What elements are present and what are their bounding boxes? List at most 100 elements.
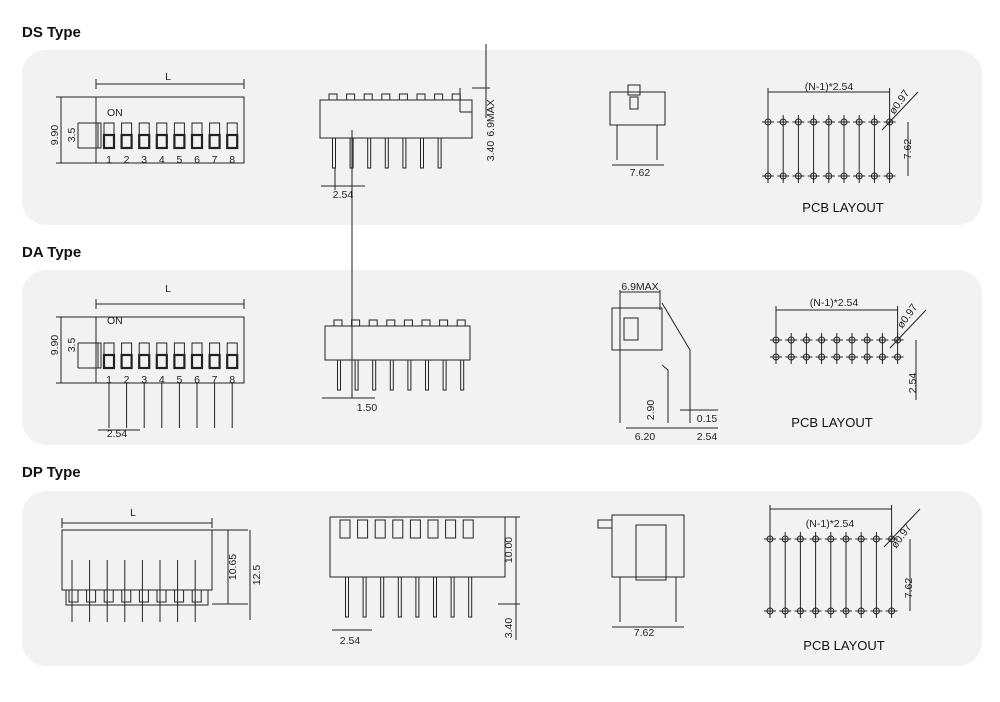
pin	[354, 359, 359, 391]
switch-number: 3	[141, 154, 147, 166]
switch-actuator-slot	[103, 342, 115, 356]
dp-pitch-dim: 2.54	[340, 635, 361, 647]
switch-number: 6	[194, 154, 200, 166]
da-height-dim: 9.90	[49, 335, 61, 356]
dp-body	[61, 529, 213, 591]
ds-pcb-row-dim: 7.62	[902, 139, 914, 160]
da-end-pin-height-dim: 2.90	[645, 400, 657, 421]
switch-actuator	[226, 133, 239, 150]
pin	[372, 359, 377, 391]
section-title-ds: DS Type	[22, 24, 81, 41]
actuator-bump	[421, 319, 431, 327]
switch-actuator-slot	[156, 122, 168, 136]
dp-panel	[22, 491, 982, 666]
pin	[362, 576, 367, 618]
actuator-bump	[398, 93, 408, 101]
pin	[433, 576, 437, 618]
pin	[367, 137, 372, 169]
actuator-bump	[403, 319, 413, 327]
hole-leader	[883, 508, 921, 548]
switch-edge	[97, 342, 102, 369]
dp-actuator	[156, 589, 167, 603]
dp-side-height-dim: 10.00	[503, 537, 515, 563]
actuator-bump	[333, 319, 343, 327]
section-title-dp: DP Type	[22, 464, 81, 481]
switch-edge	[97, 122, 102, 149]
end-actuator	[627, 84, 641, 96]
ds-side-height-dim: 6.9MAX	[485, 99, 497, 136]
pin	[389, 359, 394, 391]
actuator-bump	[328, 93, 338, 101]
pin	[442, 359, 447, 391]
dp-bottom	[65, 589, 209, 606]
switch-number: 7	[212, 374, 218, 386]
switch-number: 7	[212, 154, 218, 166]
switch-number: 2	[124, 374, 130, 386]
pin	[337, 359, 341, 391]
switch-actuator-slot	[103, 122, 115, 136]
da-side-pin-dim: 1.50	[357, 402, 378, 414]
dp-actuator	[409, 519, 421, 539]
pin	[450, 576, 455, 618]
switch-body	[95, 316, 245, 384]
pin	[460, 359, 465, 391]
switch-number: 2	[124, 154, 130, 166]
switch-actuator	[120, 133, 133, 150]
dp-actuator	[103, 589, 114, 603]
switch-actuator-slot	[138, 342, 150, 356]
actuator-bump	[381, 93, 391, 101]
dp-actuator	[191, 589, 202, 603]
da-end-offset-dim: 0.15	[697, 413, 718, 425]
dp-actuator	[174, 589, 185, 603]
switch-actuator	[120, 353, 133, 370]
ds-on-label: ON	[107, 107, 123, 119]
dp-actuator	[462, 519, 474, 539]
pin	[425, 359, 429, 391]
dp-depth-dim: 10.65	[227, 554, 239, 580]
side-body	[319, 99, 473, 139]
pin	[437, 137, 442, 169]
ds-pitch-dim: 2.54	[333, 189, 354, 201]
switch-actuator-slot	[121, 122, 133, 136]
da-on-label: ON	[107, 315, 123, 327]
switch-actuator	[102, 133, 116, 150]
pin	[420, 137, 424, 169]
da-pcb-span-dim: (N-1)*2.54	[810, 297, 859, 309]
dp-end-body	[611, 514, 685, 578]
ds-pcb-span-dim: (N-1)*2.54	[805, 81, 854, 93]
switch-actuator-slot	[138, 122, 150, 136]
switch-number: 5	[176, 374, 182, 386]
switch-actuator-slot	[191, 342, 203, 356]
actuator-bump	[363, 93, 373, 101]
switch-actuator-slot	[209, 122, 221, 136]
da-end-pitch-dim: 2.54	[697, 431, 718, 443]
switch-actuator	[102, 353, 116, 370]
switch-actuator	[208, 133, 221, 150]
hole-leader	[889, 309, 927, 349]
dp-actuator	[138, 589, 149, 603]
side-body	[324, 325, 471, 361]
pin	[468, 576, 473, 618]
switch-actuator-slot	[226, 122, 238, 136]
switch-actuator-slot	[121, 342, 133, 356]
pin	[397, 576, 402, 618]
da-pcb-row-dim: 2.54	[907, 373, 919, 394]
switch-actuator	[208, 353, 221, 370]
switch-number: 4	[159, 154, 165, 166]
end-actuator	[623, 317, 639, 341]
switch-actuator	[155, 133, 168, 150]
switch-actuator-slot	[173, 122, 185, 136]
dp-actuator	[427, 519, 439, 539]
da-pcb-label: PCB LAYOUT	[791, 415, 872, 430]
end-body	[609, 91, 666, 126]
switch-actuator	[173, 133, 186, 150]
section-title-da: DA Type	[22, 244, 82, 261]
switch-actuator	[138, 353, 151, 370]
pin	[384, 137, 389, 169]
dp-pcb-span-dim: (N-1)*2.54	[806, 518, 855, 530]
ds-height-dim: 9.90	[49, 125, 61, 146]
actuator-bump	[386, 319, 396, 327]
dp-end-lever	[597, 519, 613, 529]
switch-actuator	[173, 353, 186, 370]
